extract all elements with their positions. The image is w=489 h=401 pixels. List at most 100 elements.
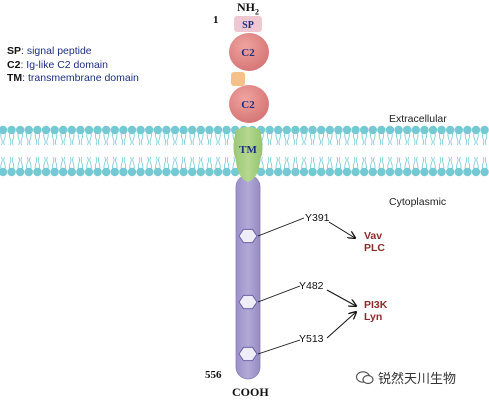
- end-residue-number: 556: [205, 369, 222, 381]
- lipid-head: [403, 125, 412, 135]
- lipid-head: [282, 167, 291, 177]
- lipid-head: [16, 167, 25, 177]
- c2-domain-bottom: [229, 85, 269, 123]
- lipid-head: [291, 167, 300, 177]
- lipid-head: [188, 125, 197, 135]
- n-terminus-label: NH2: [237, 0, 259, 17]
- linker-segment: [231, 72, 245, 86]
- domain-legend: SP: signal peptide C2: Ig-like C2 domain…: [7, 45, 139, 86]
- lipid-head: [446, 125, 455, 135]
- lipid-head: [136, 167, 145, 177]
- lipid-head: [463, 167, 472, 177]
- y391-label: Y391: [305, 212, 330, 224]
- lipid-head: [334, 167, 343, 177]
- y513-connector: [257, 339, 301, 355]
- lipid-head: [213, 125, 223, 135]
- effectors-group-2: PI3K Lyn: [364, 299, 387, 323]
- wechat-logo-icon: [356, 370, 374, 384]
- lipid-head: [334, 125, 343, 135]
- lipid-head: [308, 125, 317, 135]
- lipid-head: [24, 125, 33, 135]
- legend-row-tm: TM: transmembrane domain: [7, 72, 139, 84]
- extracellular-label: Extracellular: [389, 113, 447, 125]
- watermark: 锐然天川生物: [356, 368, 456, 387]
- lipid-head: [377, 167, 386, 177]
- lipid-head: [308, 167, 317, 177]
- effector-vav: Vav: [364, 230, 383, 242]
- effectors-group-1: Vav PLC: [364, 230, 385, 254]
- lipid-head: [102, 125, 111, 135]
- lipid-head: [265, 125, 274, 135]
- c2-domain-top: [229, 33, 269, 71]
- y513-label: Y513: [299, 333, 324, 345]
- lipid-head: [420, 167, 429, 177]
- lipid-head: [102, 167, 111, 177]
- lipid-head: [274, 167, 283, 177]
- lipid-head: [213, 167, 223, 177]
- lipid-head: [59, 125, 68, 135]
- lipid-head: [59, 167, 68, 177]
- lipid-head: [41, 167, 51, 177]
- c-terminus-label: COOH: [232, 385, 269, 399]
- y391-connector: [257, 217, 305, 237]
- lipid-head: [93, 125, 102, 135]
- lipid-head: [463, 125, 472, 135]
- lipid-head: [205, 167, 214, 177]
- lipid-head: [299, 125, 309, 135]
- lipid-head: [256, 167, 266, 177]
- lipid-head: [437, 125, 446, 135]
- lipid-head: [67, 125, 77, 135]
- lipid-head: [342, 167, 352, 177]
- lipid-head: [179, 125, 188, 135]
- lipid-head: [394, 125, 403, 135]
- lipid-head: [76, 125, 85, 135]
- lipid-head: [411, 125, 420, 135]
- c2-bottom-label: C2: [241, 99, 255, 111]
- lipid-head: [145, 125, 154, 135]
- lipid-head: [480, 125, 489, 135]
- lipid-head: [16, 125, 25, 135]
- watermark-text: 锐然天川生物: [378, 372, 457, 387]
- effector-plc: PLC: [364, 242, 385, 254]
- lipid-head: [110, 125, 120, 135]
- lipid-head: [471, 167, 481, 177]
- lipid-head: [368, 125, 377, 135]
- lipid-head: [325, 125, 334, 135]
- n-terminus-subscript: 2: [255, 7, 259, 17]
- c2-top-label: C2: [241, 47, 255, 59]
- tm-domain: [233, 127, 263, 182]
- signal-peptide: [234, 16, 262, 32]
- legend-row-sp: SP: signal peptide: [7, 45, 92, 57]
- lipid-head: [454, 167, 463, 177]
- lipid-head: [317, 167, 326, 177]
- cell-membrane: [0, 125, 489, 177]
- lipid-head: [50, 125, 59, 135]
- lipid-head: [428, 167, 438, 177]
- lipid-head: [385, 125, 395, 135]
- lipid-head: [67, 167, 77, 177]
- lipid-head: [360, 167, 369, 177]
- lipid-head: [437, 167, 446, 177]
- lipid-head: [471, 125, 481, 135]
- lipid-head: [317, 125, 326, 135]
- lipid-head: [153, 167, 162, 177]
- lipid-head: [351, 167, 360, 177]
- y391-hexagon: [238, 228, 258, 244]
- lipid-head: [24, 167, 33, 177]
- lipid-head: [119, 167, 128, 177]
- lipid-head: [153, 125, 162, 135]
- y513-hexagon: [238, 346, 258, 362]
- lipid-head: [454, 125, 463, 135]
- lipid-head: [76, 167, 85, 177]
- start-residue-number: 1: [213, 14, 219, 26]
- lipid-head: [394, 167, 403, 177]
- lipid-head: [403, 167, 412, 177]
- effector-pi3k: PI3K: [364, 299, 388, 311]
- lipid-head: [119, 125, 128, 135]
- y482-label: Y482: [299, 280, 324, 292]
- lipid-head: [351, 125, 360, 135]
- lipid-head: [170, 167, 180, 177]
- lipid-head: [145, 167, 154, 177]
- lipid-head: [162, 167, 171, 177]
